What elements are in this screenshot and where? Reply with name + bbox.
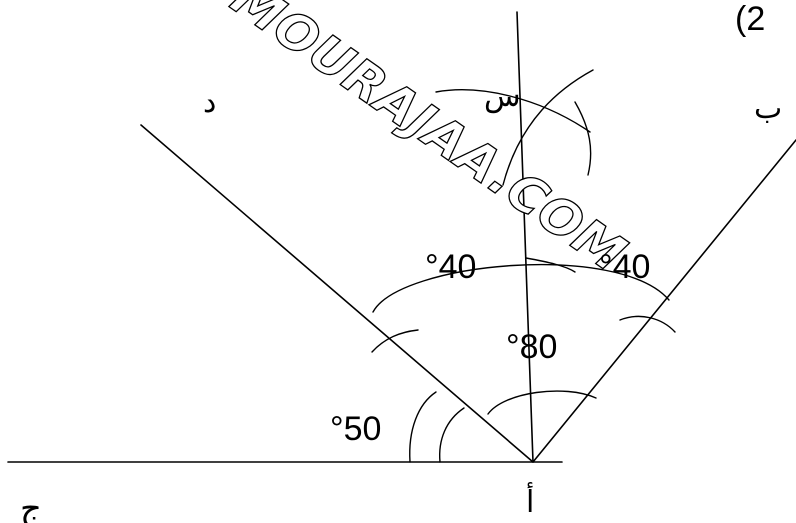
- bisector-as: [516, 11, 534, 463]
- corner-label: (2: [735, 0, 765, 38]
- watermark: MOURAJAA.COM: [221, 0, 637, 284]
- point-label-a: أ: [526, 481, 534, 520]
- construction-arc-s-1: [435, 89, 591, 133]
- point-label-j: ج: [20, 489, 42, 523]
- angle-arc-large: [372, 263, 670, 313]
- point-label-d: د: [203, 85, 216, 120]
- ray-ab: [532, 139, 796, 463]
- angle-label-left-half: °40: [425, 248, 476, 286]
- angle-label-right-half: °40: [599, 248, 650, 286]
- point-label-s: س: [484, 79, 521, 114]
- point-label-b: ب: [754, 91, 782, 126]
- construction-arc-s-3: [574, 101, 592, 176]
- tick-arc-ab: [619, 315, 676, 333]
- construction-arc-s-2: [502, 69, 594, 186]
- angle-label-bottom-left: °50: [330, 410, 381, 448]
- ray-ad: [140, 124, 534, 463]
- angle-label-full: °80: [506, 328, 557, 366]
- tick-arc-bisector: [525, 257, 576, 273]
- tick-arc-ad: [371, 329, 419, 353]
- angle-arc-50-inner: [439, 407, 465, 463]
- angle-arc-50-outer: [409, 391, 437, 463]
- angle-arc-80-small: [487, 390, 597, 415]
